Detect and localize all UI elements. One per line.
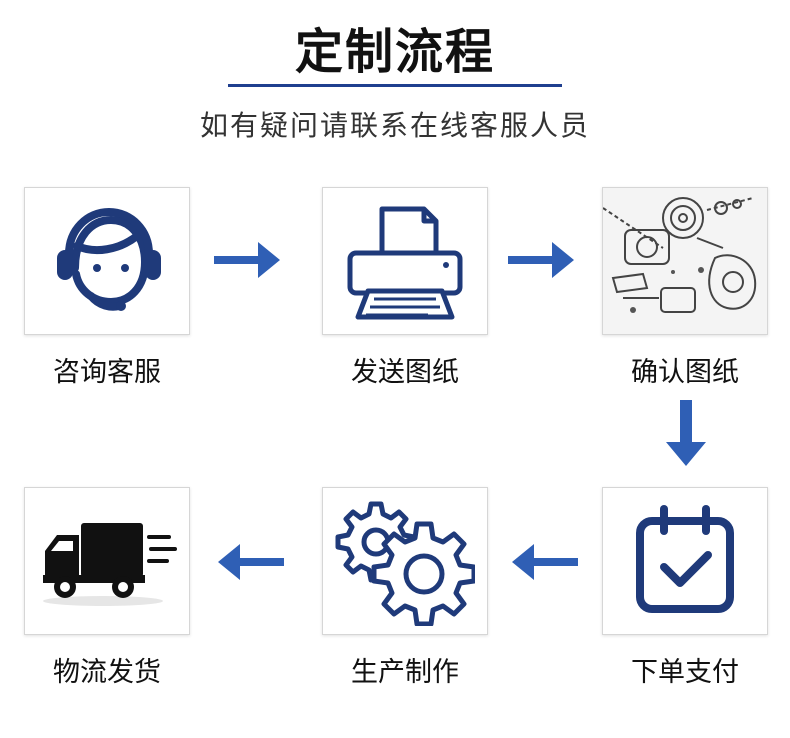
- arrow-down-icon: [666, 400, 706, 466]
- step-card-confirm-drawing: [602, 187, 768, 335]
- step-card-production: [322, 487, 488, 635]
- step-card-shipping: [24, 487, 190, 635]
- gears-icon: [335, 501, 475, 626]
- page-subtitle: 如有疑问请联系在线客服人员: [199, 109, 590, 142]
- page-title: 定制流程: [294, 24, 495, 80]
- arrow-left-icon: [218, 544, 284, 580]
- customer-service-headset-icon: [57, 208, 161, 311]
- step-label-order-pay: 下单支付: [631, 657, 739, 688]
- step-label-send-drawing: 发送图纸: [351, 357, 459, 388]
- delivery-truck-icon: [43, 523, 177, 606]
- step-label-confirm-drawing: 确认图纸: [631, 357, 739, 388]
- step-label-consult: 咨询客服: [53, 357, 161, 388]
- mechanical-drawing-icon: [603, 197, 757, 313]
- printer-icon: [347, 206, 463, 319]
- title-divider: [228, 84, 562, 87]
- arrow-left-icon: [512, 544, 578, 580]
- step-card-send-drawing: [322, 187, 488, 335]
- step-label-shipping: 物流发货: [53, 657, 161, 688]
- step-card-consult: [24, 187, 190, 335]
- arrow-right-icon: [214, 242, 280, 278]
- step-card-order-pay: [602, 487, 768, 635]
- arrow-right-icon: [508, 242, 574, 278]
- step-label-production: 生产制作: [351, 657, 459, 688]
- calendar-check-icon: [636, 505, 734, 613]
